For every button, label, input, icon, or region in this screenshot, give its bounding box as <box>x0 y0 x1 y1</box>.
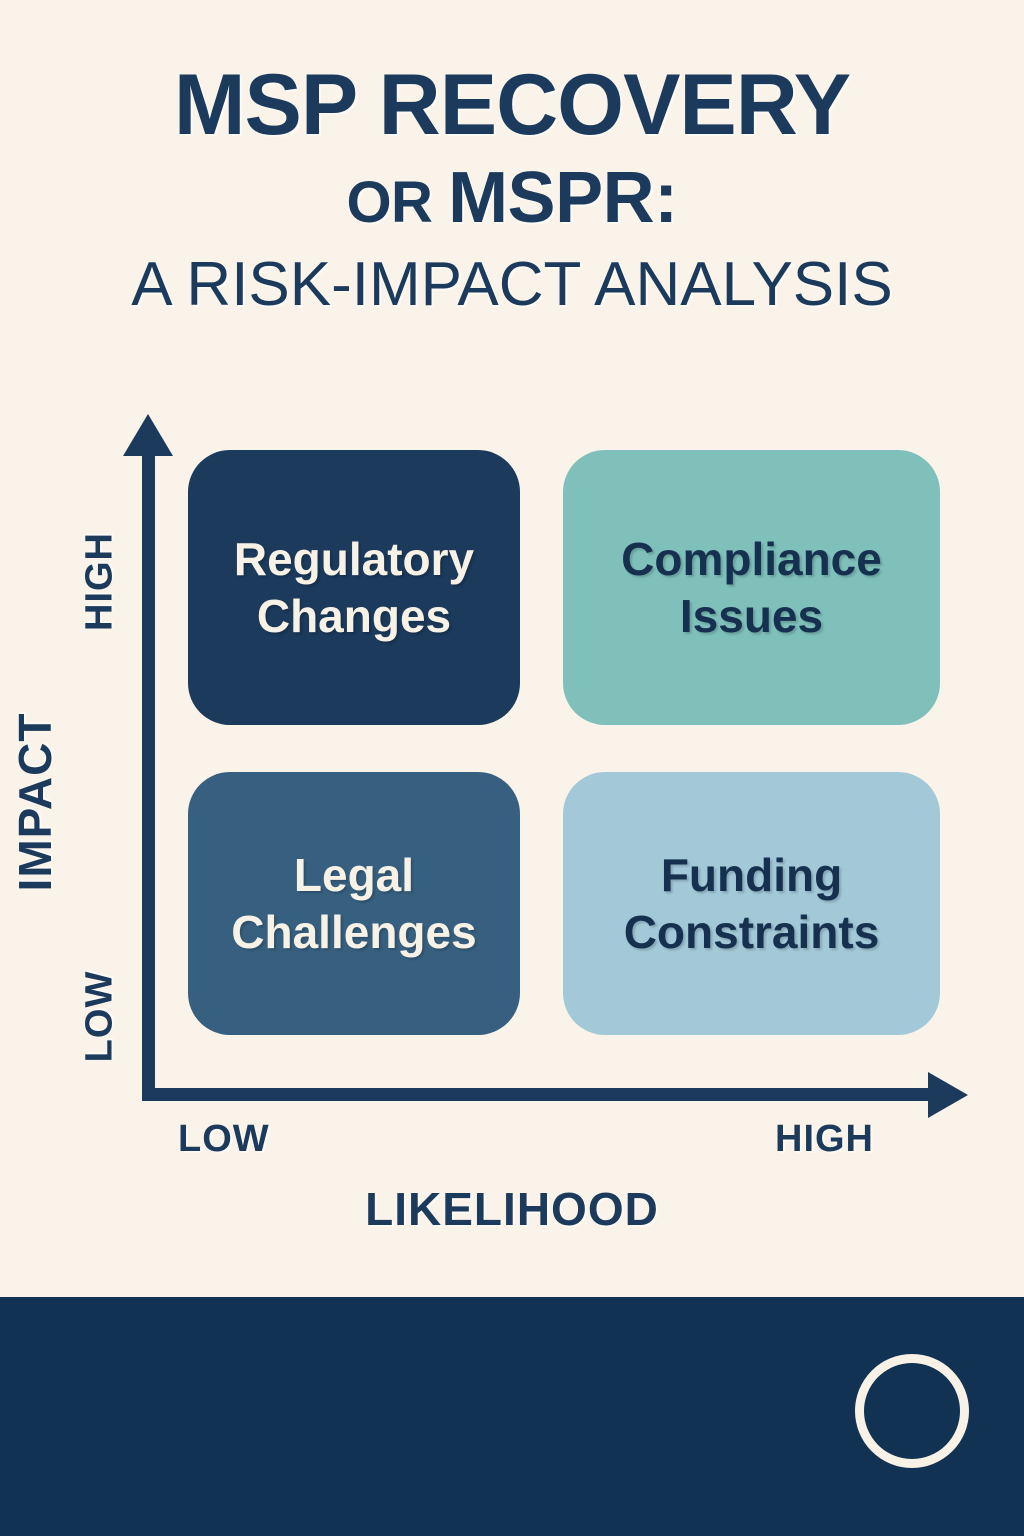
x-axis-tick-high: HIGH <box>775 1118 874 1160</box>
page-title: MSP RECOVERY OR MSPR: A RISK-IMPACT ANAL… <box>0 0 1024 316</box>
circle-outline-icon <box>855 1354 969 1468</box>
quadrant-label-line2: Issues <box>679 589 824 642</box>
y-axis-tick-high: HIGH <box>78 532 121 631</box>
y-axis-arrow-icon <box>123 414 173 456</box>
x-axis-arrow-icon <box>928 1072 968 1118</box>
quadrant-label-line2: Constraints <box>623 905 880 958</box>
x-axis-title: LIKELIHOOD <box>365 1183 659 1235</box>
quadrant-label-line2: Challenges <box>231 905 477 958</box>
quadrant-label-line1: Legal <box>293 849 415 902</box>
title-line-primary: MSP RECOVERY <box>173 57 851 153</box>
y-axis-line <box>142 450 155 1098</box>
title-line-secondary: OR MSPR: <box>0 162 1024 234</box>
footer-bar <box>0 1297 1024 1536</box>
title-line-subtitle: A RISK-IMPACT ANALYSIS <box>131 250 893 319</box>
quadrant-label: Compliance Issues <box>621 531 882 643</box>
title-line-secondary-prefix: OR <box>346 170 449 235</box>
quadrant-label: Regulatory Changes <box>234 531 474 643</box>
quadrant-label-line1: Regulatory <box>233 533 475 586</box>
quadrant-label-line2: Changes <box>256 589 452 642</box>
quadrant-label-line1: Funding <box>660 849 843 902</box>
quadrant-label-line1: Compliance <box>621 533 882 586</box>
y-axis-title: IMPACT <box>9 712 61 892</box>
x-axis-line <box>142 1088 932 1101</box>
quadrant-label: Funding Constraints <box>624 847 880 959</box>
quadrant-label: Legal Challenges <box>231 847 476 959</box>
quadrant-compliance-issues[interactable]: Compliance Issues <box>563 450 940 725</box>
quadrant-regulatory-changes[interactable]: Regulatory Changes <box>188 450 520 725</box>
x-axis-tick-low: LOW <box>178 1118 270 1160</box>
risk-impact-matrix: HIGH IMPACT LOW LOW HIGH LIKELIHOOD Regu… <box>0 400 1024 1270</box>
y-axis-tick-low: LOW <box>78 970 121 1063</box>
quadrant-legal-challenges[interactable]: Legal Challenges <box>188 772 520 1035</box>
title-line-secondary-main: MSPR: <box>448 158 678 238</box>
quadrant-funding-constraints[interactable]: Funding Constraints <box>563 772 940 1035</box>
